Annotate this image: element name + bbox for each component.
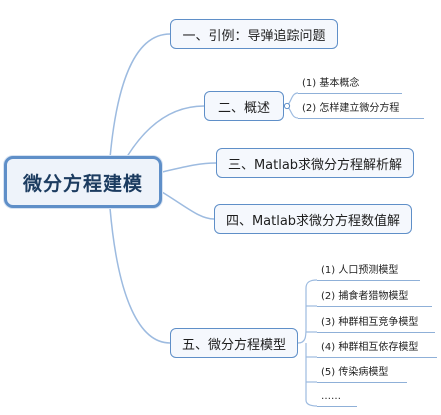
subtopic-2-2[interactable]: (2) 怎样建立微分方程	[298, 101, 424, 119]
topic-3[interactable]: 三、Matlab求微分方程解析解	[216, 148, 414, 178]
connector-topic-5-bracket	[297, 279, 318, 344]
topic-1[interactable]: 一、引例：导弹追踪问题	[170, 19, 338, 49]
collapse-toggle-icon	[283, 102, 291, 110]
connector-root-topic-3	[161, 162, 217, 173]
subtopic-5-4[interactable]: (4) 种群相互依存模型	[317, 340, 437, 358]
root-topic[interactable]: 微分方程建模	[4, 156, 162, 208]
subtopic-5-3[interactable]: (3) 种群相互竞争模型	[317, 315, 435, 333]
connector-root-topic-2	[124, 105, 205, 161]
connector-root-topic-1	[109, 33, 171, 159]
subtopic-5-5[interactable]: (5) 传染病模型	[317, 365, 407, 383]
connector-topic-5-bracket-lower	[305, 343, 318, 407]
subtopic-5-2[interactable]: (2) 捕食者猎物模型	[317, 289, 432, 307]
topic-5[interactable]: 五、微分方程模型	[170, 328, 298, 358]
topic-4[interactable]: 四、Matlab求微分方程数值解	[214, 204, 412, 234]
connector-root-topic-4	[161, 191, 215, 220]
subtopic-5-1[interactable]: (1) 人口预测模型	[317, 263, 420, 281]
connector-root-topic-5	[109, 207, 171, 344]
topic-2[interactable]: 二、概述	[204, 91, 284, 121]
subtopic-2-1[interactable]: (1) 基本概念	[298, 76, 402, 94]
subtopic-5-ellipsis: ……	[317, 389, 357, 407]
